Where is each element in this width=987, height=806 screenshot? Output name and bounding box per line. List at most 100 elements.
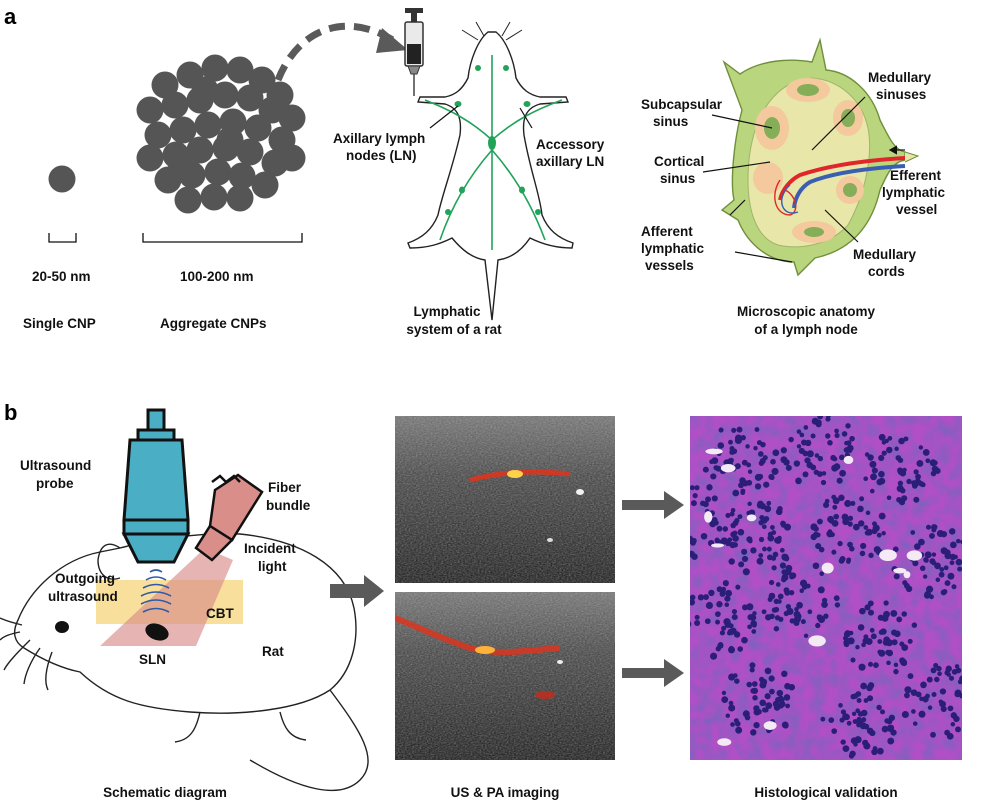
histology-nucleus bbox=[840, 739, 846, 745]
histology-nucleus bbox=[764, 667, 772, 675]
histology-nucleus bbox=[772, 700, 780, 708]
histology-nucleus bbox=[716, 525, 723, 532]
histology-nucleus bbox=[907, 673, 914, 680]
accessory-label-2: axillary LN bbox=[536, 154, 604, 169]
panel-a-letter: a bbox=[4, 4, 17, 29]
incident-label-1: Incident bbox=[244, 541, 296, 556]
histology-nucleus bbox=[759, 699, 767, 707]
histology-space bbox=[704, 511, 713, 523]
histology-nucleus bbox=[796, 429, 802, 434]
histology-nucleus bbox=[865, 638, 873, 645]
histology-nucleus bbox=[681, 625, 686, 630]
histology-nucleus bbox=[926, 676, 933, 683]
histology-nucleus bbox=[747, 501, 752, 507]
histology-nucleus bbox=[831, 520, 839, 527]
histology-nucleus bbox=[833, 513, 840, 520]
histology-nucleus bbox=[759, 457, 766, 465]
histology-nucleus bbox=[925, 693, 930, 699]
histology-nucleus bbox=[860, 542, 867, 550]
histology-nucleus bbox=[878, 454, 885, 462]
aggregate-particle bbox=[236, 84, 264, 112]
histology-nucleus bbox=[971, 700, 976, 705]
histology-nucleus bbox=[904, 692, 910, 699]
histology-nucleus bbox=[850, 500, 856, 507]
histology-nucleus bbox=[834, 428, 839, 434]
histology-nucleus bbox=[842, 745, 850, 752]
histology-nucleus bbox=[886, 660, 891, 666]
histology-nucleus bbox=[777, 593, 784, 600]
histology-nucleus bbox=[867, 682, 875, 689]
histology-nucleus bbox=[927, 705, 933, 710]
histology-nucleus bbox=[783, 523, 792, 531]
ultrasound-waves bbox=[140, 569, 172, 613]
histology-nucleus bbox=[944, 580, 951, 587]
histology-nucleus bbox=[810, 464, 817, 471]
histology-nucleus bbox=[803, 425, 809, 430]
histology-nucleus bbox=[751, 629, 757, 634]
flow-arrows bbox=[330, 491, 684, 687]
histology-nucleus bbox=[856, 716, 862, 722]
histology-nucleus bbox=[763, 481, 770, 488]
histology-nucleus bbox=[754, 483, 762, 490]
histology-nucleus bbox=[901, 660, 908, 667]
histology-nucleus bbox=[954, 664, 960, 669]
histology-nucleus bbox=[919, 565, 926, 572]
histology-nucleus bbox=[974, 702, 980, 708]
histology-nucleus bbox=[817, 586, 825, 594]
histology-nucleus bbox=[788, 436, 794, 443]
histology-nucleus bbox=[737, 514, 743, 520]
histology-nucleus bbox=[764, 693, 771, 700]
histology-nucleus bbox=[789, 618, 795, 624]
histology-nucleus bbox=[750, 729, 757, 736]
histology-nucleus bbox=[793, 460, 801, 467]
histology-nucleus bbox=[718, 427, 724, 433]
histology-nucleus bbox=[868, 552, 874, 559]
histology-nucleus bbox=[863, 698, 869, 703]
histology-nucleus bbox=[855, 644, 860, 650]
aggregate-cnps-caption: Aggregate CNPs bbox=[160, 316, 267, 331]
histology-nucleus bbox=[831, 464, 839, 472]
aggregate-particle bbox=[194, 111, 222, 139]
histology-nucleus bbox=[852, 523, 860, 531]
histology-nucleus bbox=[902, 467, 907, 473]
histology-nucleus bbox=[864, 604, 871, 611]
histology-nucleus bbox=[832, 497, 840, 505]
histology-nucleus bbox=[729, 511, 735, 517]
histology-nucleus bbox=[762, 707, 768, 713]
histology-nucleus bbox=[734, 463, 741, 470]
histology-nucleus bbox=[659, 515, 664, 520]
histology-nucleus bbox=[754, 427, 760, 432]
histology-nucleus bbox=[784, 682, 791, 690]
histology-nucleus bbox=[732, 530, 738, 536]
histology-nucleus bbox=[949, 560, 955, 566]
efferent-label-3: vessel bbox=[896, 202, 937, 217]
histology-nucleus bbox=[846, 637, 852, 644]
us-pa-image-top bbox=[395, 416, 615, 583]
histology-nucleus bbox=[731, 614, 738, 621]
histology-nucleus bbox=[733, 718, 739, 724]
histology-nucleus bbox=[782, 722, 789, 729]
histology-nucleus bbox=[955, 558, 962, 566]
histology-nucleus bbox=[911, 482, 918, 489]
histology-nucleus bbox=[935, 577, 941, 583]
aggregate-particle bbox=[236, 138, 264, 166]
histology-nucleus bbox=[796, 444, 802, 449]
histology-nucleus bbox=[819, 416, 823, 417]
histology-nucleus bbox=[737, 528, 745, 536]
histology-nucleus bbox=[846, 720, 852, 726]
histology-nucleus bbox=[881, 440, 887, 445]
histology-nucleus bbox=[731, 427, 737, 433]
aggregate-particle bbox=[200, 183, 228, 211]
histology-nucleus bbox=[729, 449, 735, 455]
efferent-label-2: lymphatic bbox=[882, 185, 946, 200]
histology-nucleus bbox=[871, 528, 878, 535]
histology-nucleus bbox=[876, 478, 884, 486]
histology-nucleus bbox=[706, 484, 713, 491]
histology-nucleus bbox=[955, 538, 961, 544]
histology-nucleus bbox=[793, 610, 801, 618]
us-pa-image-bottom bbox=[395, 592, 615, 760]
histology-nucleus bbox=[850, 657, 856, 663]
histology-nucleus bbox=[799, 579, 808, 587]
histology-nucleus bbox=[916, 460, 924, 467]
aggregate-particle bbox=[154, 166, 182, 194]
